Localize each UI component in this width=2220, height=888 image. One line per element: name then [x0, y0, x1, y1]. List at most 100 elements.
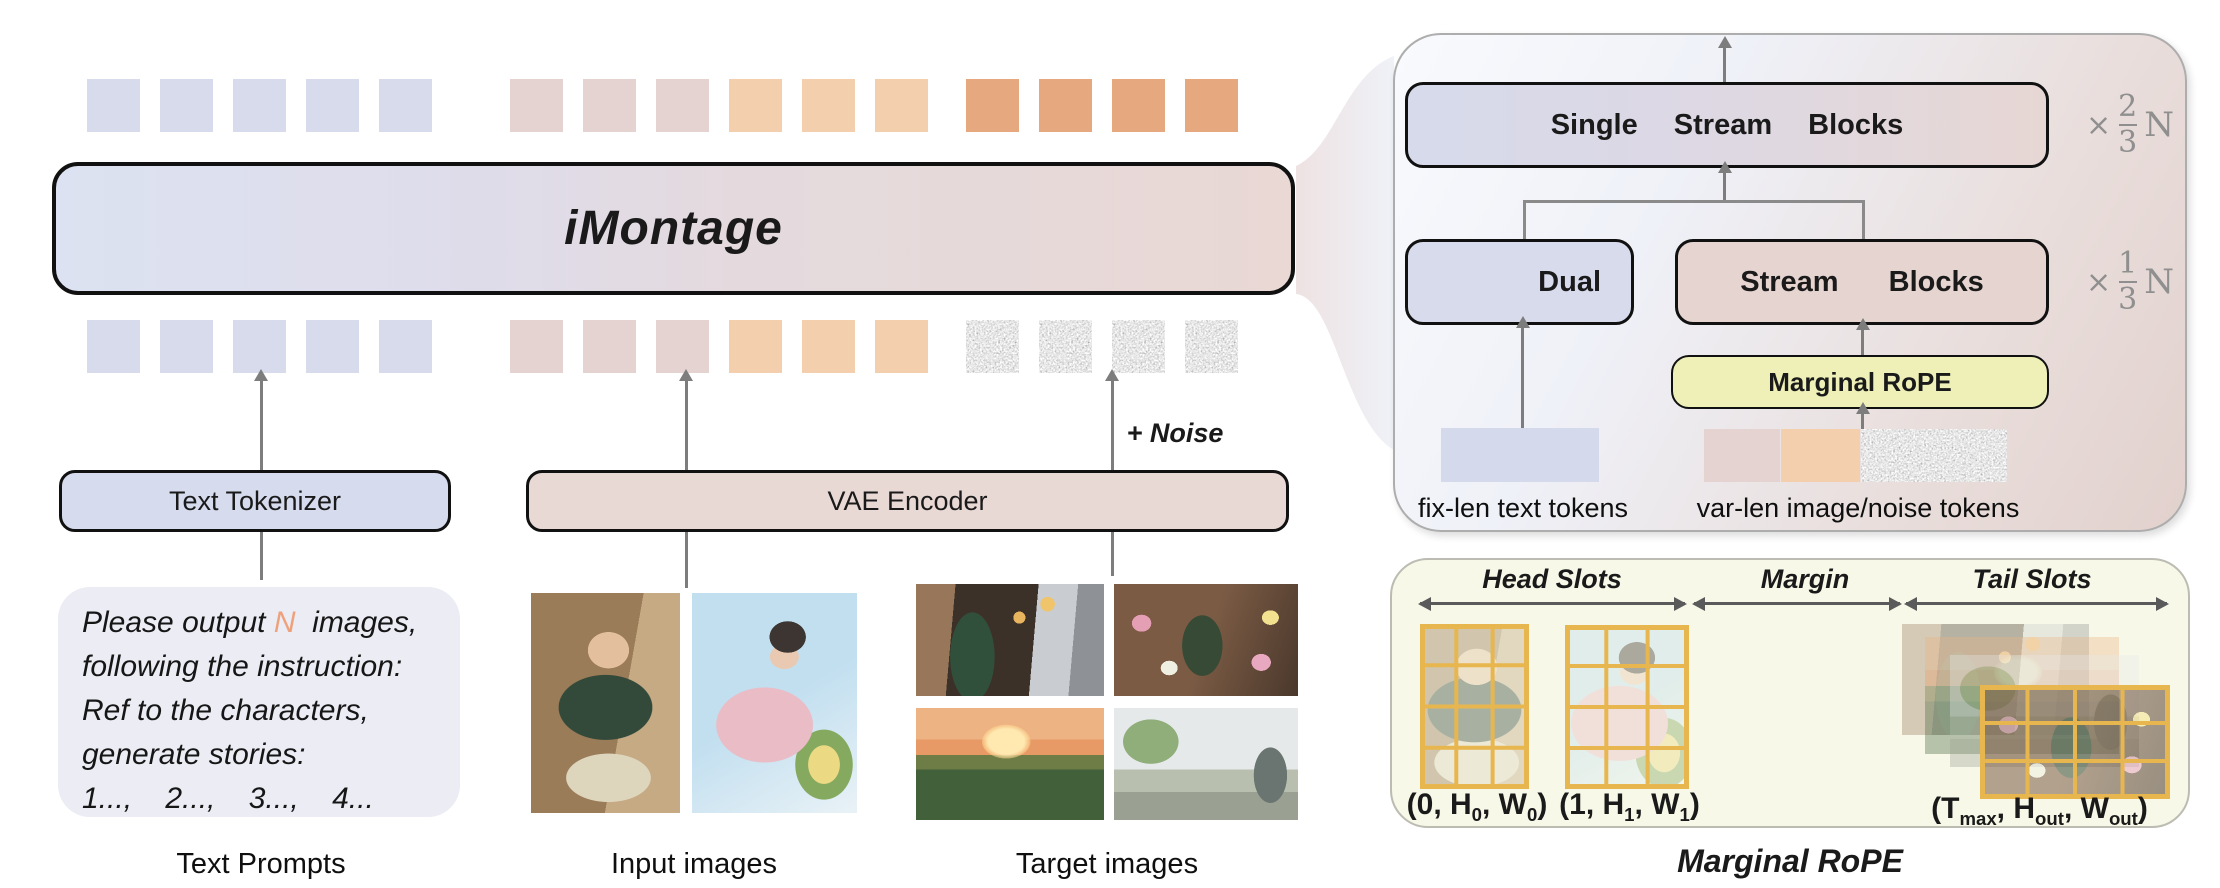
- lavender-token: [306, 320, 359, 373]
- pink-token: [510, 320, 563, 373]
- arrow-vae-to-noise-tokens: [1105, 369, 1119, 470]
- image-tokens-bottom-pink: [510, 320, 709, 373]
- peach-token: [729, 79, 782, 132]
- input-image-woman: [692, 593, 857, 813]
- arrow-rope-to-stream-blocks: [1855, 318, 1870, 355]
- input-image-man: [531, 593, 680, 813]
- fix-len-token-block: [1441, 428, 1599, 482]
- stream-blocks-label: Stream Blocks: [1740, 265, 1984, 298]
- noise-tokens-bottom: [966, 320, 1238, 373]
- var-len-noise-block: [1861, 429, 2007, 482]
- var-len-pink-block: [1704, 429, 1780, 482]
- var-len-label: var-len image/noise tokens: [1696, 493, 2020, 523]
- marginal-rope-box: Marginal RoPE: [1671, 355, 2049, 409]
- lavender-token: [379, 79, 432, 132]
- prompt-bubble: Please output N images, following the in…: [58, 587, 460, 817]
- connector-left-vertical: [1523, 200, 1526, 239]
- arrow-tokenizer-to-tokens: [254, 369, 268, 470]
- arrow-vae-to-image-tokens: [679, 369, 693, 470]
- peach-token: [802, 79, 855, 132]
- arrow-panel-output: [1717, 36, 1732, 82]
- var-len-peach-block: [1781, 429, 1860, 482]
- margin-range-arrow: [1692, 596, 1902, 611]
- text-tokenizer-box: Text Tokenizer: [59, 470, 451, 532]
- connector-right-vertical: [1862, 200, 1865, 239]
- coord-label-1: (1, H1, W1): [1559, 788, 1700, 825]
- peach-token: [729, 320, 782, 373]
- line-target-to-vae: [1110, 532, 1114, 576]
- dual-box: Dual: [1405, 239, 1634, 325]
- imontage-box: iMontage: [52, 162, 1295, 295]
- target-image-sunset: [916, 708, 1104, 820]
- peach-token: [875, 320, 928, 373]
- marginal-rope-title: Marginal RoPE: [1677, 843, 1903, 879]
- imontage-label: iMontage: [564, 202, 783, 255]
- tail-slot-front: [1980, 685, 2170, 799]
- pink-token: [510, 79, 563, 132]
- peach-token: [875, 79, 928, 132]
- prompt-n-highlight: N: [273, 606, 296, 639]
- lavender-token: [160, 79, 213, 132]
- noise-token: [1112, 320, 1165, 373]
- noise-token: [966, 320, 1019, 373]
- image-tokens-top-peach: [729, 79, 928, 132]
- head-slot-1-grid: [1565, 625, 1689, 789]
- arrow-dual-streams-to-single: [1717, 161, 1732, 200]
- pink-token: [656, 79, 709, 132]
- lavender-token: [306, 79, 359, 132]
- coord-label-tail: (Tmax, Hout, Wout): [1931, 792, 2148, 829]
- pink-token: [583, 320, 636, 373]
- text-tokens-bottom: [87, 320, 432, 373]
- tail-slot-front-grid: [1980, 685, 2170, 799]
- plus-noise-label: + Noise: [1126, 418, 1224, 448]
- pink-token: [656, 320, 709, 373]
- single-stream-blocks-box: Single Stream Blocks: [1405, 82, 2049, 168]
- line-prompt-to-tokenizer: [259, 532, 263, 580]
- target-image-cafe: [916, 584, 1104, 696]
- head-slots-label: Head Slots: [1482, 564, 1622, 594]
- tail-slots-range-arrow: [1904, 596, 2169, 611]
- lavender-token: [233, 79, 286, 132]
- lavender-token: [233, 320, 286, 373]
- orange-token: [1039, 79, 1092, 132]
- text-tokenizer-label: Text Tokenizer: [168, 485, 342, 516]
- arrow-tokens-to-rope: [1855, 402, 1870, 429]
- vae-encoder-box: VAE Encoder: [526, 470, 1289, 532]
- prompt-line-3: Ref to the characters,: [82, 694, 369, 727]
- target-image-street: [1114, 708, 1298, 820]
- lavender-token: [379, 320, 432, 373]
- prompt-line-4: generate stories:: [82, 738, 306, 771]
- prompt-line-5: 1..., 2..., 3..., 4...: [82, 782, 374, 815]
- tail-slots-label: Tail Slots: [1972, 564, 2092, 594]
- head-slot-0: [1420, 624, 1529, 789]
- marginal-rope-panel: Head Slots Margin Tail Slots: [1390, 558, 2190, 829]
- head-slot-0-grid: [1420, 624, 1529, 789]
- text-tokens-top: [87, 79, 432, 132]
- orange-token: [1185, 79, 1238, 132]
- image-tokens-bottom-peach: [729, 320, 928, 373]
- pink-token: [583, 79, 636, 132]
- prompt-line-2: following the instruction:: [82, 650, 403, 683]
- target-image-flower-shop: [1114, 584, 1298, 696]
- funnel-connector: [1296, 56, 1394, 450]
- caption-target-images: Target images: [1015, 848, 1199, 880]
- lavender-token: [87, 320, 140, 373]
- orange-token: [1112, 79, 1165, 132]
- lavender-token: [160, 320, 213, 373]
- orange-token: [966, 79, 1019, 132]
- line-input-to-vae: [684, 532, 688, 588]
- connector-horizontal: [1523, 200, 1865, 203]
- marginal-rope-box-label: Marginal RoPE: [1768, 366, 1952, 397]
- caption-input-images: Input images: [610, 848, 778, 880]
- noise-token: [1039, 320, 1092, 373]
- arrow-text-tokens-to-dual: [1515, 316, 1530, 428]
- head-slot-1: [1565, 625, 1689, 789]
- single-stream-blocks-label: Single Stream Blocks: [1550, 108, 1904, 141]
- stream-blocks-box: Stream Blocks: [1675, 239, 2049, 325]
- image-tokens-top-pink: [510, 79, 709, 132]
- vae-encoder-label: VAE Encoder: [827, 485, 988, 516]
- margin-label: Margin: [1760, 564, 1850, 594]
- dual-label: Dual: [1538, 265, 1601, 298]
